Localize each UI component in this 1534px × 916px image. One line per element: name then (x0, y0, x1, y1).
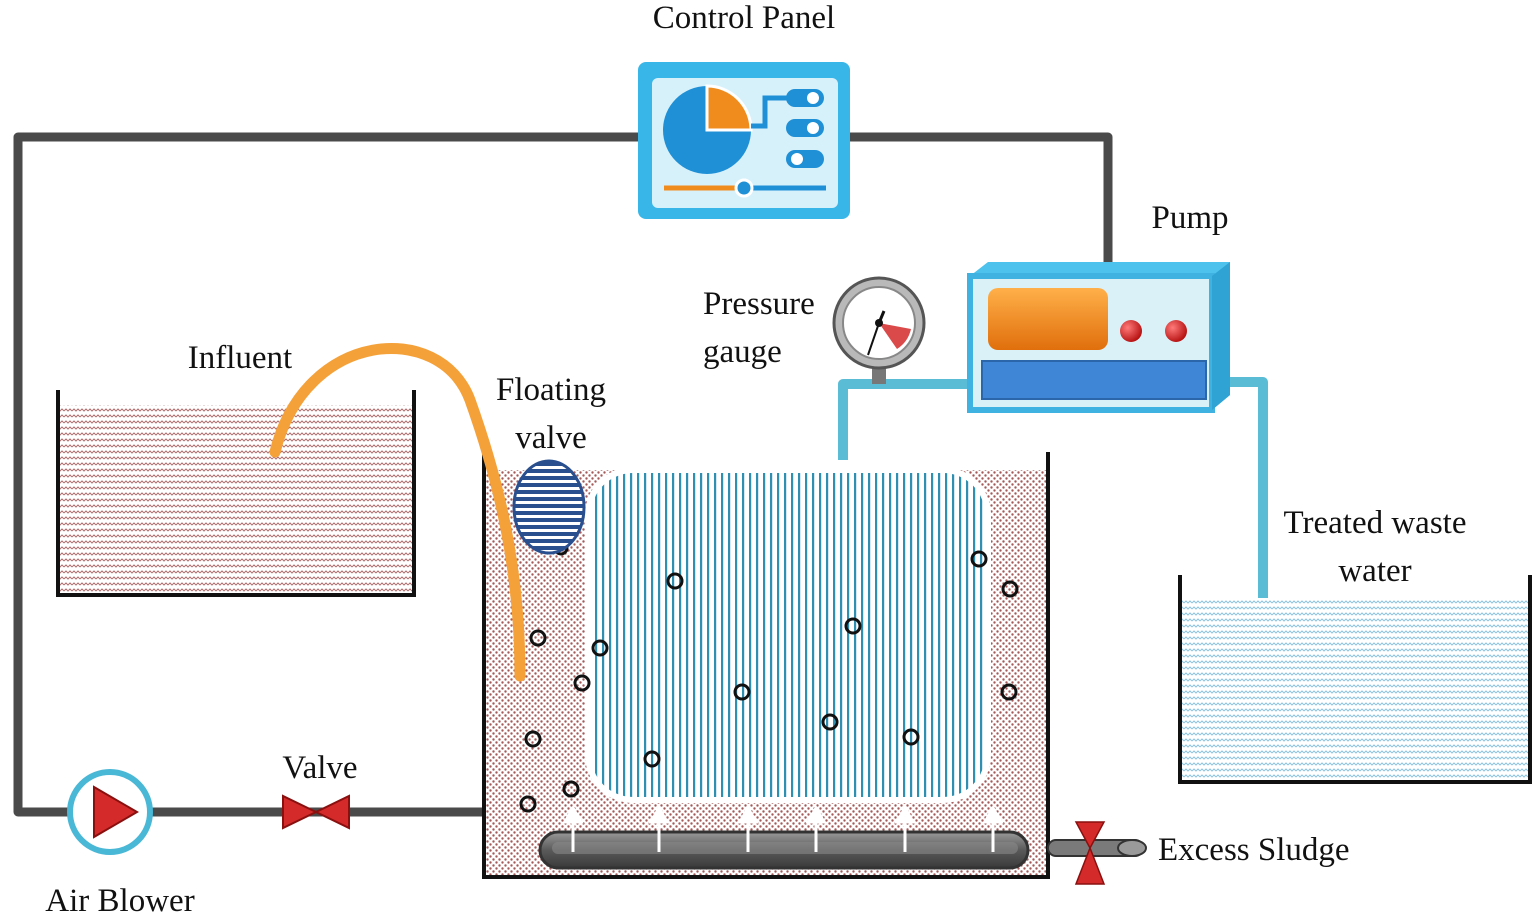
control-to-pump-pipe (848, 132, 1113, 266)
up-arrow-icon (805, 804, 827, 852)
control-panel-icon[interactable] (638, 62, 850, 219)
sludge-valve-icon[interactable] (1074, 821, 1106, 885)
pump-label: Pump (1151, 200, 1228, 236)
up-arrow-icon (894, 804, 916, 852)
pressure-gauge-icon (832, 276, 926, 384)
treated-water-tank (1178, 575, 1532, 784)
air-blower-icon[interactable] (67, 769, 153, 855)
air-line-pipe (13, 132, 645, 817)
influent-tank (56, 390, 416, 597)
pressure-gauge-label-line2: gauge (703, 334, 782, 370)
air-bubble (529, 629, 547, 647)
aeration-arrows (562, 804, 1004, 852)
floating-valve-label-line1: Floating (496, 372, 606, 408)
air-bubble (562, 780, 580, 798)
air-diffuser (538, 830, 1030, 870)
air-bubble (573, 674, 591, 692)
air-bubble (821, 713, 839, 731)
excess-sludge-label: Excess Sludge (1158, 832, 1350, 868)
air-bubble (1000, 683, 1018, 701)
up-arrow-icon (737, 804, 759, 852)
air-bubble (733, 683, 751, 701)
air-blower-label: Air Blower (45, 883, 194, 916)
air-bubble (1001, 580, 1019, 598)
up-arrow-icon (982, 804, 1004, 852)
influent-hose (269, 342, 526, 682)
treated-water-label-line2: water (1338, 553, 1411, 589)
valve-icon[interactable] (282, 794, 350, 830)
influent-label: Influent (188, 340, 292, 376)
floating-valve-label-line2: valve (515, 420, 586, 456)
treated-water-label-line1: Treated waste (1284, 505, 1467, 541)
air-bubble (666, 572, 684, 590)
air-bubble (902, 728, 920, 746)
excess-sludge-outlet (1047, 839, 1147, 857)
up-arrow-icon (562, 804, 584, 852)
floating-valve-icon (512, 459, 586, 555)
valve-label: Valve (282, 750, 357, 786)
treated-outlet-pipe (1225, 377, 1268, 598)
air-bubble (524, 730, 542, 748)
air-bubbles (519, 540, 1019, 813)
air-bubble (591, 639, 609, 657)
membrane-module (585, 467, 991, 803)
air-bubble (519, 795, 537, 813)
air-bubble (844, 617, 862, 635)
up-arrow-icon (648, 804, 670, 852)
permeate-pipe (838, 379, 975, 460)
pump-icon[interactable] (967, 262, 1230, 413)
air-bubble (643, 750, 661, 768)
control-panel-label: Control Panel (653, 0, 835, 36)
pressure-gauge-label-line1: Pressure (703, 286, 815, 322)
air-bubble (970, 550, 988, 568)
